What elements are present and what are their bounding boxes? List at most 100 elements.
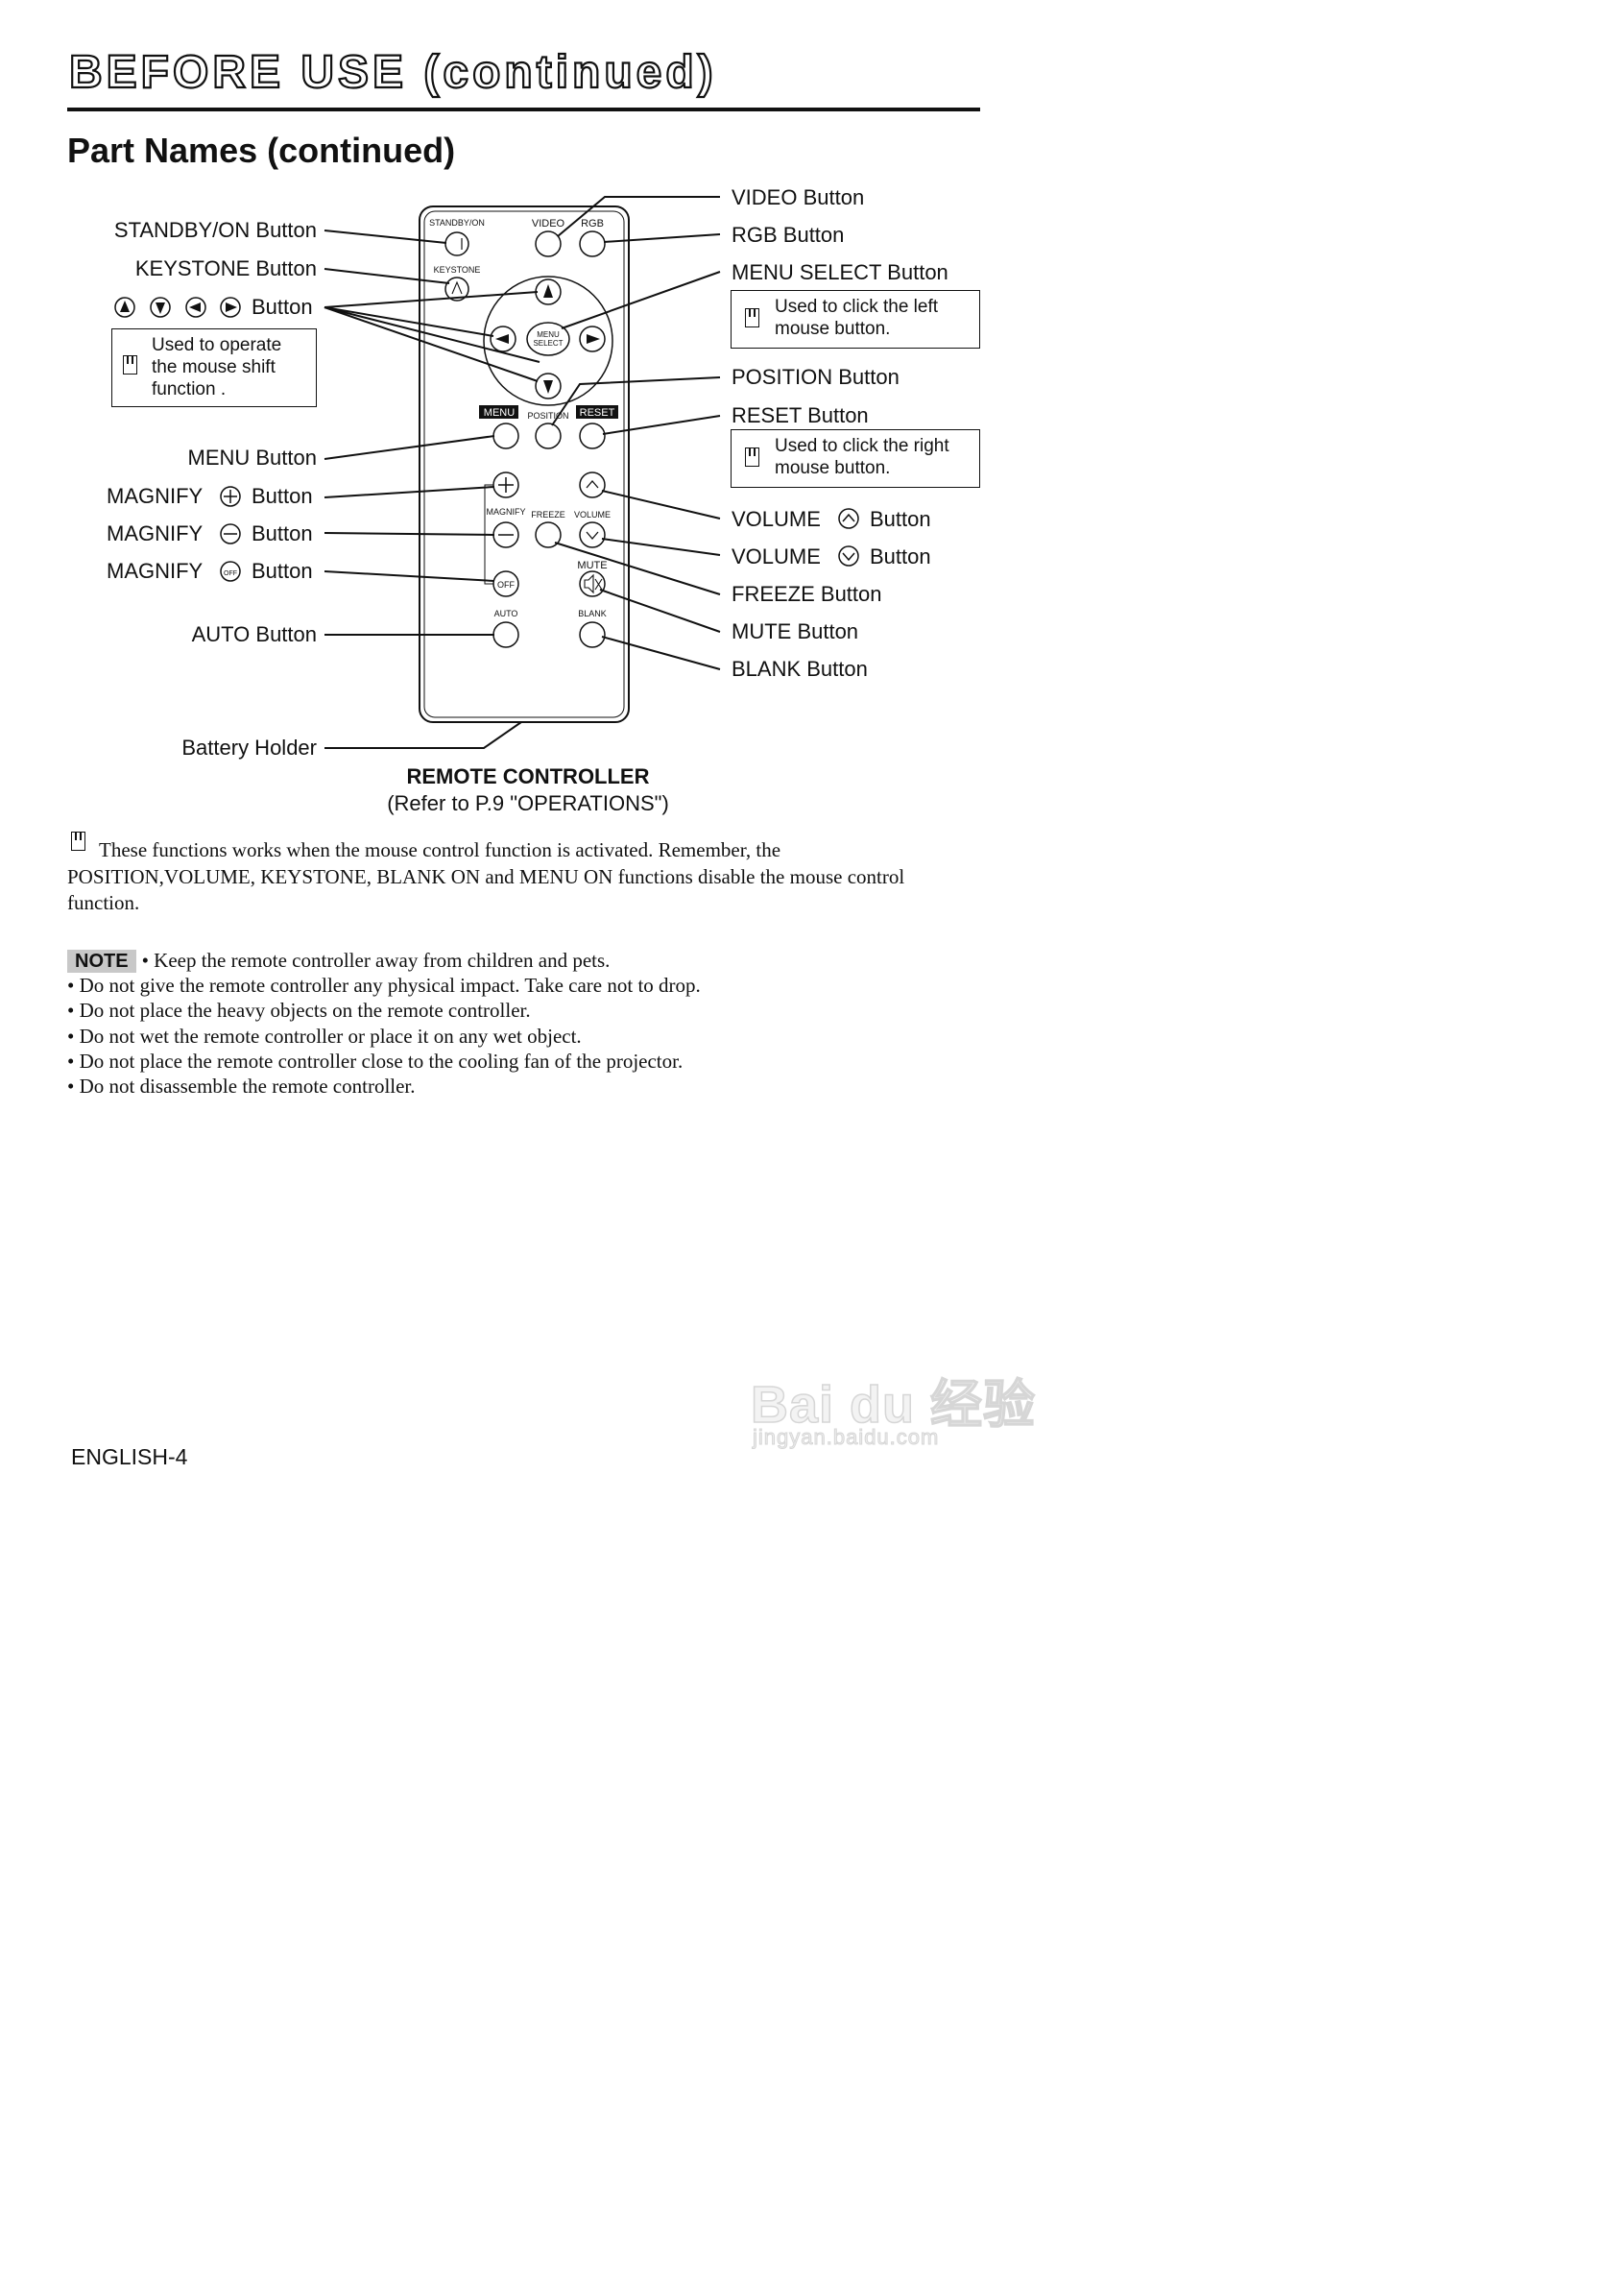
remote-label-standby: STANDBY/ON (429, 218, 485, 228)
note-badge: NOTE (67, 950, 136, 973)
position-button (535, 423, 562, 449)
left-click-note: Used to click the left mouse button. (731, 290, 980, 349)
diagram-caption-ref: (Refer to P.9 "OPERATIONS") (387, 791, 669, 815)
label-mute: MUTE Button (732, 619, 859, 643)
arrow-up-icon (543, 284, 553, 298)
remote-label-menu: MENU (484, 407, 515, 419)
arrow-right-button (579, 326, 606, 352)
mouse-icon (123, 355, 137, 375)
page-number: ENGLISH-4 (71, 1444, 188, 1469)
mouse-function-paragraph: These functions works when the mouse con… (67, 838, 905, 914)
label-blank: BLANK Button (732, 657, 868, 681)
label-magnify-off-prefix: MAGNIFY (107, 559, 204, 583)
remote-label-off: OFF (497, 580, 515, 590)
menu-button (492, 423, 519, 449)
label-menu-select: MENU SELECT Button (732, 260, 948, 284)
mouse-shift-note-text: Used to operate the mouse shift function… (152, 335, 282, 400)
label-auto: AUTO Button (191, 622, 317, 646)
remote-label-reset: RESET (580, 407, 615, 419)
magnify-minus-symbol-icon (220, 523, 241, 544)
volume-down-button (579, 521, 606, 548)
right-click-note: Used to click the right mouse button. (731, 429, 980, 488)
magnify-off-symbol-icon (220, 561, 241, 582)
mouse-icon (745, 447, 759, 467)
baidu-watermark: Bai du 经验 (750, 1375, 1037, 1435)
note-item: • Do not place the remote controller clo… (67, 1049, 684, 1073)
label-volume-up-suffix: Button (870, 507, 931, 531)
section-title: Part Names (continued) (67, 131, 456, 170)
arrow-pad-ring (483, 276, 613, 406)
arrow-down-icon (543, 380, 553, 394)
magnify-plus-symbol-icon (220, 486, 241, 507)
diagram-caption-title: REMOTE CONTROLLER (406, 764, 650, 788)
label-battery-holder: Battery Holder (181, 736, 317, 760)
remote-label-keystone: KEYSTONE (434, 265, 481, 275)
chevron-up-icon (586, 480, 599, 489)
label-volume-down-suffix: Button (870, 544, 931, 568)
remote-label-magnify: MAGNIFY (486, 507, 525, 517)
note-item: • Do not disassemble the remote controll… (67, 1075, 416, 1099)
label-reset: RESET Button (732, 403, 869, 427)
label-magnify-minus-suffix: Button (252, 521, 313, 545)
remote-label-freeze: FREEZE (531, 510, 565, 520)
page-header-title: BEFORE USE (continued) (68, 47, 717, 98)
remote-label-rgb: RGB (581, 218, 604, 230)
note-item: • Do not wet the remote controller or pl… (67, 1024, 582, 1048)
mouse-shift-note: Used to operate the mouse shift function… (111, 328, 317, 407)
standby-button (444, 231, 469, 256)
label-magnify-off-suffix: Button (252, 559, 313, 583)
arrow-right-icon (587, 334, 600, 344)
arrow-left-symbol-icon (185, 297, 206, 318)
label-freeze: FREEZE Button (732, 582, 882, 606)
note-item: • Do not give the remote controller any … (67, 974, 701, 998)
arrow-left-icon (495, 334, 509, 344)
right-click-note-text: Used to click the right mouse button. (775, 436, 949, 479)
mouse-icon (745, 308, 759, 327)
label-arrow-buttons: Button (252, 295, 313, 319)
rgb-button (579, 230, 606, 257)
mute-icon (584, 573, 594, 594)
label-volume-up-prefix: VOLUME (732, 507, 821, 531)
mouse-icon (71, 832, 85, 851)
volume-up-button (579, 471, 606, 498)
note-item: • Keep the remote controller away from c… (141, 949, 611, 972)
label-video: VIDEO Button (732, 185, 865, 209)
label-magnify-plus-prefix: MAGNIFY (107, 484, 204, 508)
arrow-down-symbol-icon (150, 297, 171, 318)
keystone-button (444, 277, 469, 302)
remote-label-menu-select-2: SELECT (533, 339, 563, 348)
reset-button (579, 423, 606, 449)
note-line-0: NOTE• Keep the remote controller away fr… (67, 948, 979, 973)
left-click-note-text: Used to click the left mouse button. (775, 297, 939, 340)
remote-label-video: VIDEO (532, 218, 565, 230)
arrow-down-button (535, 373, 562, 399)
magnify-off-symbol-label: OFF (224, 570, 237, 577)
remote-label-position: POSITION (527, 411, 568, 421)
label-keystone: KEYSTONE Button (134, 256, 317, 280)
auto-button (492, 621, 519, 648)
remote-label-volume: VOLUME (574, 510, 611, 520)
remote-body (419, 205, 630, 723)
volume-down-symbol-icon (838, 545, 859, 567)
remote-label-auto: AUTO (494, 609, 518, 618)
volume-up-symbol-icon (838, 508, 859, 529)
blank-button (579, 621, 606, 648)
arrow-right-symbol-icon (220, 297, 241, 318)
label-standby: STANDBY/ON Button (113, 218, 317, 242)
label-magnify-plus-suffix: Button (252, 484, 313, 508)
mute-button (579, 570, 606, 597)
menu-select-button (526, 322, 570, 356)
arrow-left-button (490, 326, 516, 352)
video-button (535, 230, 562, 257)
remote-diagram: STANDBY/ON KEYSTONE MAGNIFY FREEZE VOLUM… (114, 196, 859, 749)
label-volume-down-prefix: VOLUME (732, 544, 821, 568)
chevron-down-icon (586, 531, 599, 540)
header-rule (67, 108, 980, 111)
label-menu: MENU Button (187, 446, 318, 470)
baidu-watermark-url: jingyan.baidu.com (752, 1425, 940, 1450)
arrow-up-symbol-icon (114, 297, 135, 318)
label-rgb: RGB Button (732, 223, 845, 247)
remote-label-mute: MUTE (577, 560, 607, 571)
label-position: POSITION Button (732, 365, 900, 389)
keystone-icon (451, 280, 463, 295)
